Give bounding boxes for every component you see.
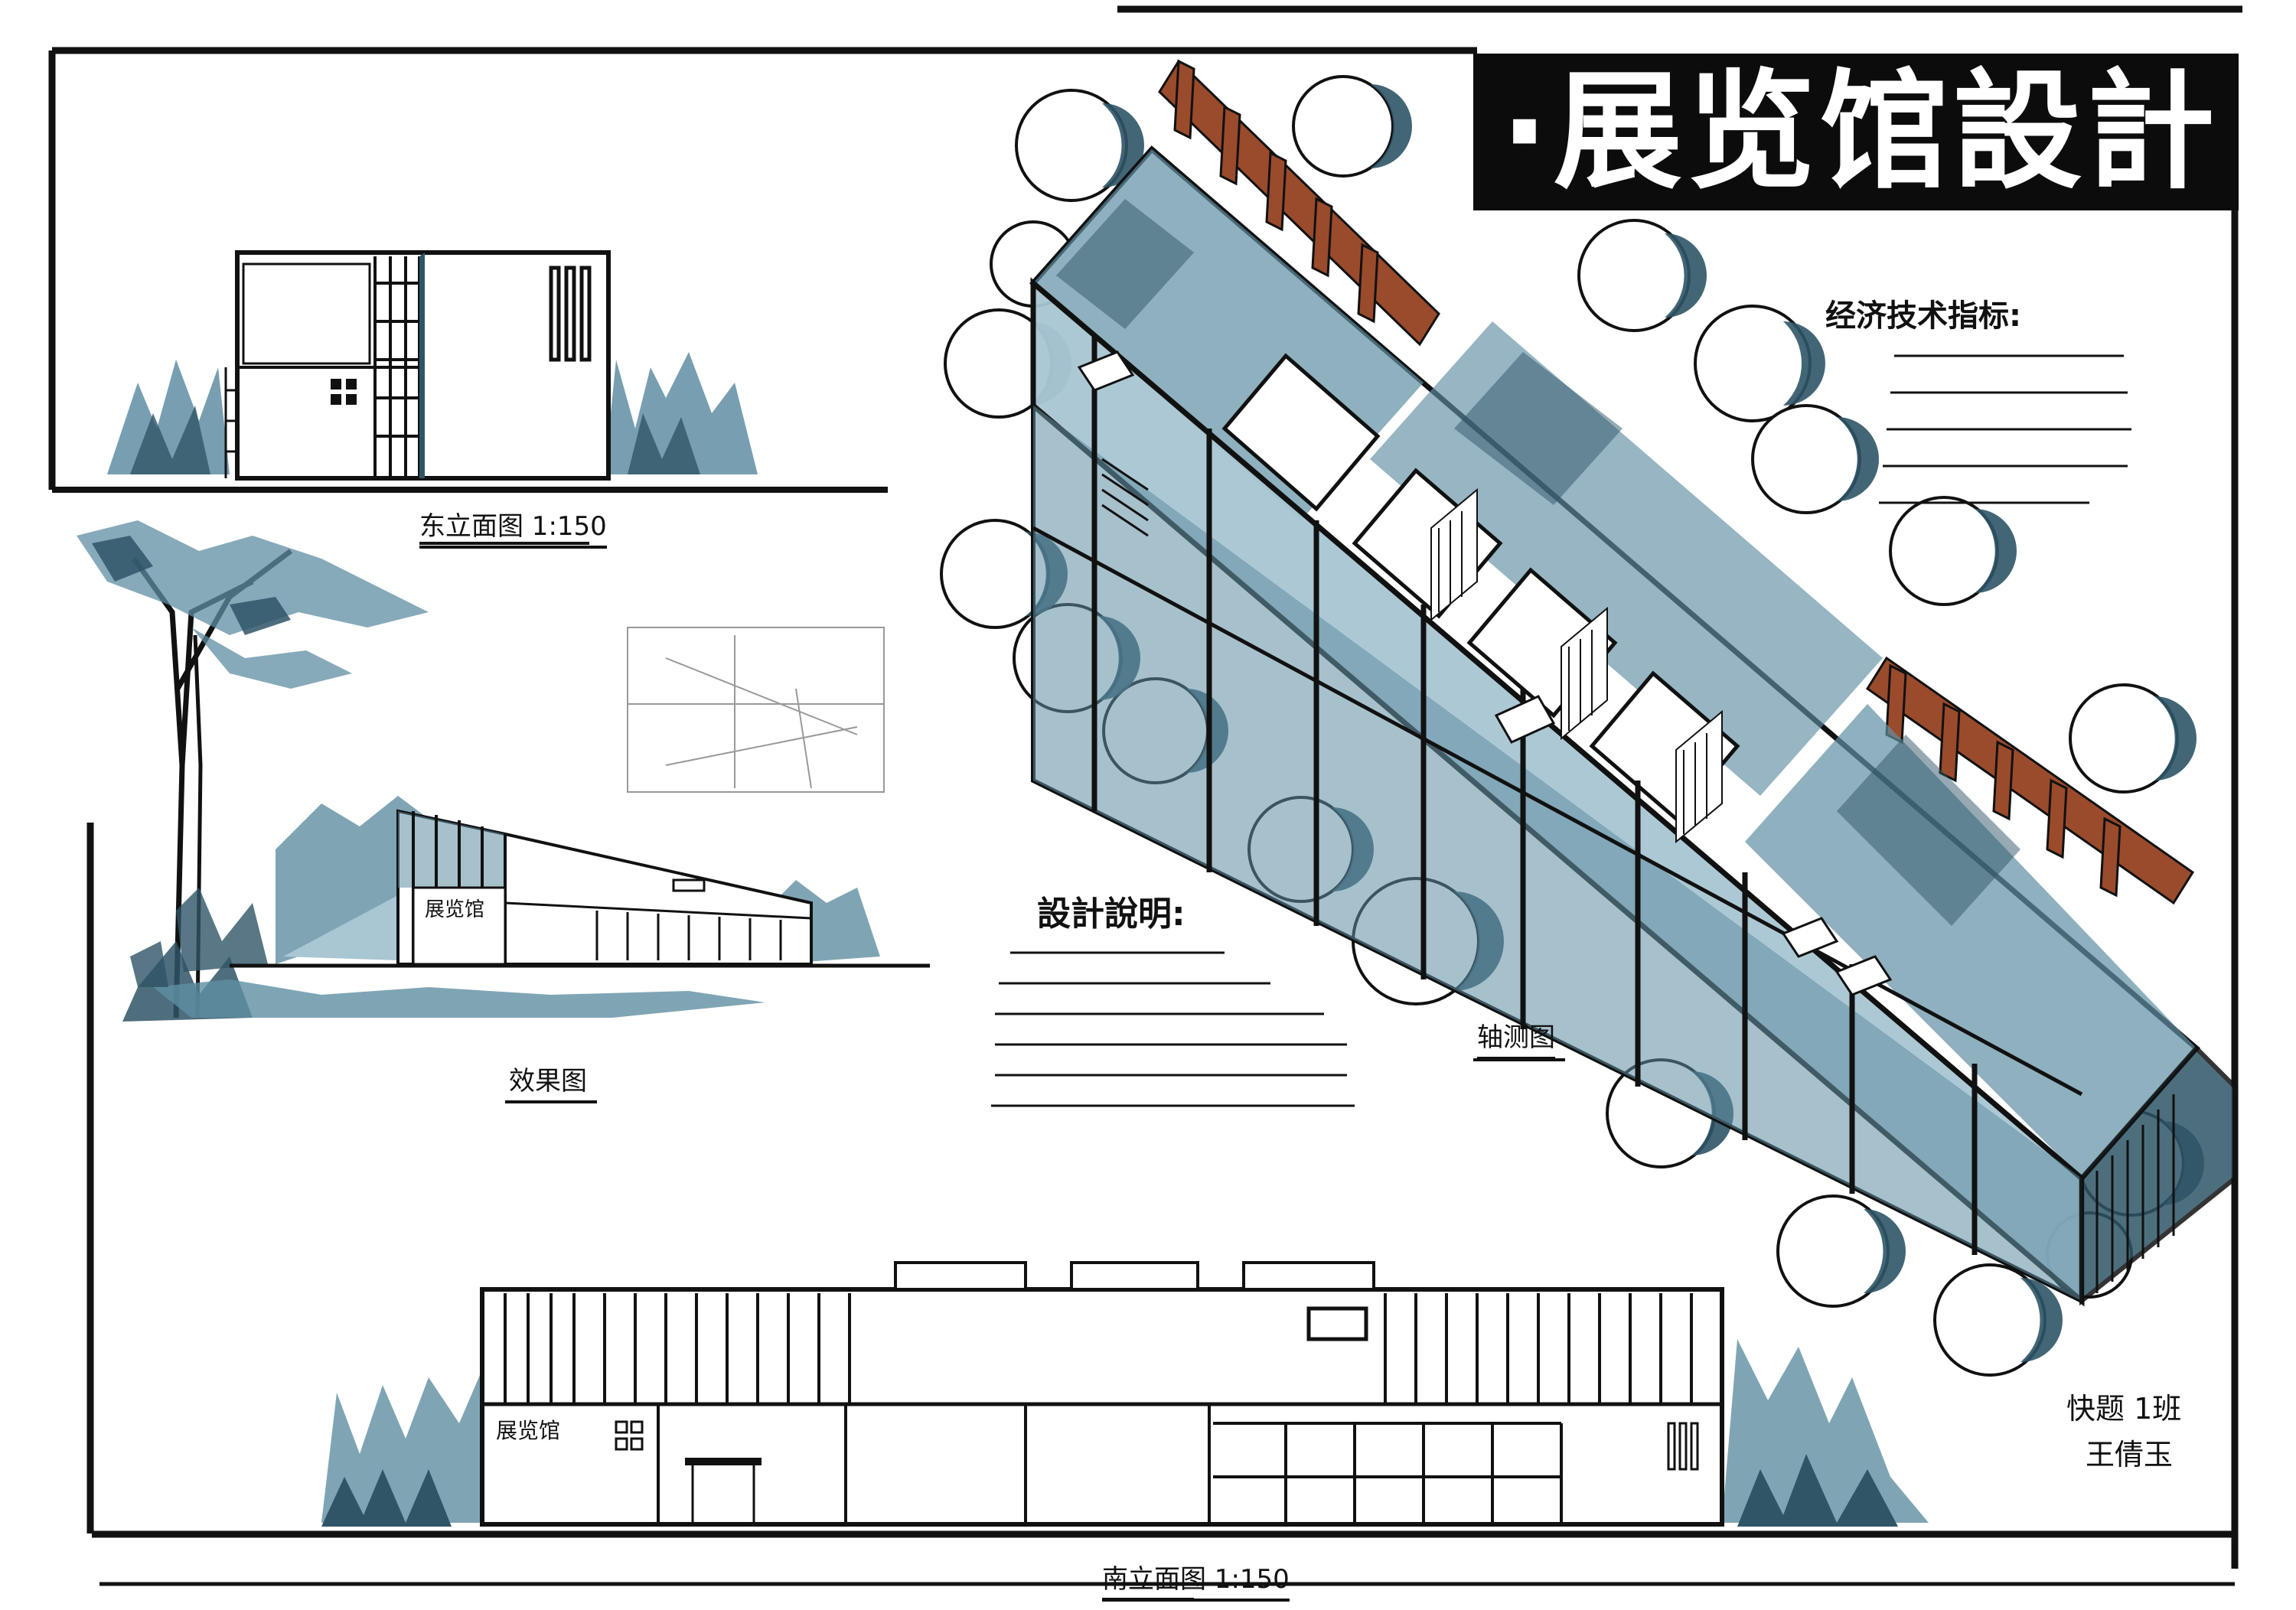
rendering-signage: 展览馆	[425, 898, 485, 921]
perspective-rendering	[130, 796, 930, 1018]
east-elevation-label: 东立面图 1:150	[419, 505, 607, 549]
sheet-title: ·展览馆設計	[1500, 57, 2219, 207]
sheet-frame	[48, 5, 2242, 1586]
tech-indicators-heading: 经济技术指标:	[1825, 298, 2021, 334]
design-notes-heading: 設計說明:	[1037, 895, 1186, 934]
class-label: 快题 1班	[2066, 1392, 2182, 1426]
tech-indicator-lines	[1879, 354, 2131, 504]
tree-sketch	[77, 520, 429, 1022]
south-elevation-signage: 展览馆	[496, 1418, 561, 1443]
south-elevation-label: 南立面图 1:150	[1102, 1558, 1290, 1602]
rendering-label: 效果图	[509, 1060, 587, 1103]
title-band	[1473, 54, 2239, 210]
south-elevation-drawing	[321, 1261, 1929, 1527]
axonometric-label: 轴测图	[1477, 1016, 1555, 1060]
east-elevation-drawing	[107, 250, 758, 481]
pencil-sketch	[627, 627, 885, 793]
author-label: 王倩玉	[2086, 1438, 2174, 1471]
axonometric-drawing	[940, 59, 2237, 1377]
design-notes-lines	[991, 951, 1355, 1107]
